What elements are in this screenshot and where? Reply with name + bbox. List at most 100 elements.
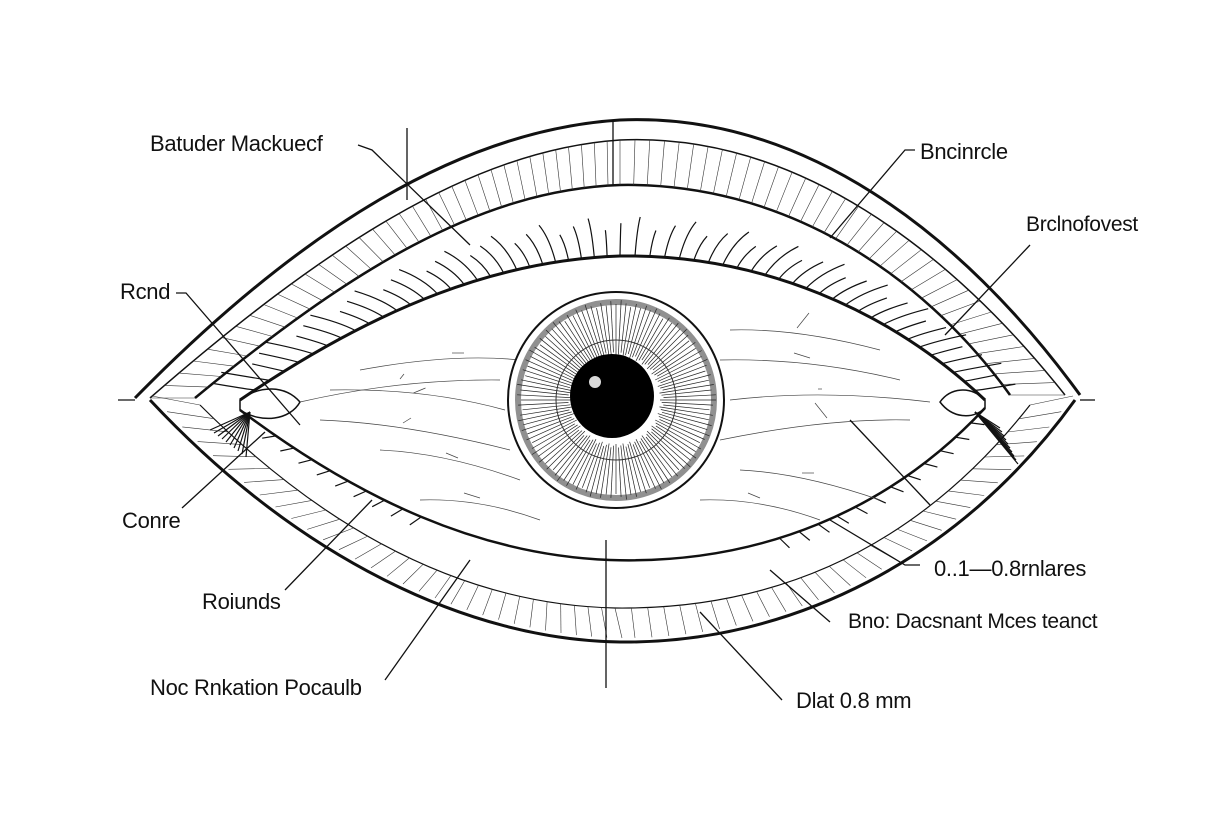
lower-eyelash bbox=[354, 491, 367, 497]
vein bbox=[300, 380, 500, 402]
lower-eyelash bbox=[779, 538, 789, 548]
hatch-line bbox=[291, 284, 322, 301]
hatch-line bbox=[661, 141, 665, 187]
eyelash bbox=[650, 231, 656, 257]
hatch-line bbox=[387, 558, 409, 576]
hatch-line bbox=[631, 608, 635, 638]
lower-eyelash bbox=[924, 464, 938, 468]
hatch-line bbox=[936, 501, 971, 507]
hatch-line bbox=[801, 185, 820, 222]
eyelash bbox=[355, 291, 397, 311]
eyelash bbox=[694, 236, 707, 260]
eyelash bbox=[953, 363, 1001, 372]
eyelash bbox=[620, 223, 621, 256]
hatch-line bbox=[847, 214, 872, 245]
eyelash bbox=[908, 328, 946, 340]
eyelash bbox=[480, 246, 503, 273]
hatch-line bbox=[569, 147, 573, 190]
hatch-line bbox=[208, 349, 248, 356]
hatch-line bbox=[739, 157, 751, 200]
vein-branch bbox=[815, 403, 827, 418]
hatch-line bbox=[901, 259, 933, 281]
leader-left-lower bbox=[285, 500, 372, 590]
hatch-line bbox=[948, 491, 984, 496]
hatch-line bbox=[339, 536, 368, 550]
eyelash bbox=[846, 285, 888, 305]
eyelash bbox=[526, 234, 543, 264]
hatch-line bbox=[812, 191, 832, 227]
hatch-line bbox=[752, 162, 765, 204]
hatch-line bbox=[439, 193, 455, 226]
hatch-line bbox=[543, 153, 549, 194]
hatch-line bbox=[634, 140, 635, 185]
label-left-upper: Rcnd bbox=[120, 279, 170, 305]
eyelash bbox=[723, 232, 749, 265]
hatch-line bbox=[713, 150, 722, 194]
hatch-line bbox=[687, 144, 693, 189]
hatch-line bbox=[371, 551, 396, 568]
lower-eyelash bbox=[907, 476, 920, 480]
label-upper-right: Brclnofovest bbox=[1026, 213, 1138, 237]
vein-branch bbox=[748, 493, 760, 498]
hatch-line bbox=[857, 553, 882, 570]
hatch-line bbox=[801, 578, 819, 600]
hatch-line bbox=[695, 603, 702, 632]
eyelash bbox=[435, 261, 464, 284]
hatch-line bbox=[789, 178, 806, 216]
pupil-highlight bbox=[589, 376, 601, 388]
hatch-line bbox=[1002, 383, 1055, 385]
vein-branch bbox=[400, 374, 404, 379]
hatch-line bbox=[726, 598, 736, 625]
hatch-line bbox=[276, 500, 312, 507]
hatch-line bbox=[1008, 427, 1050, 432]
eyelash bbox=[964, 375, 997, 381]
hatch-line bbox=[165, 385, 209, 387]
hatch-line bbox=[648, 608, 652, 638]
eyelash bbox=[896, 321, 926, 332]
hatch-line bbox=[647, 140, 650, 186]
eyelash bbox=[266, 342, 313, 354]
eyelash bbox=[391, 280, 424, 299]
lower-eyelash bbox=[262, 436, 276, 438]
eyelash bbox=[635, 217, 640, 256]
vein bbox=[360, 358, 520, 370]
hatch-line bbox=[250, 315, 285, 327]
hatch-line bbox=[674, 142, 679, 188]
outer-corner bbox=[940, 390, 985, 416]
vein-branch bbox=[797, 313, 809, 328]
hatch-line bbox=[726, 153, 736, 197]
eyelash bbox=[296, 336, 327, 346]
lower-eyelash bbox=[317, 471, 330, 475]
eyelash bbox=[539, 225, 556, 262]
vein bbox=[700, 500, 820, 520]
hatch-line bbox=[910, 520, 942, 530]
eyelash bbox=[383, 290, 410, 305]
hatch-line bbox=[319, 264, 347, 284]
hatch-line bbox=[403, 564, 423, 584]
hatch-line bbox=[546, 602, 548, 631]
hatch-line bbox=[193, 361, 234, 366]
hatch-line bbox=[264, 305, 298, 319]
hatch-line bbox=[435, 576, 451, 598]
eyelash bbox=[515, 243, 530, 266]
vein bbox=[720, 360, 900, 380]
hatch-line bbox=[960, 323, 1003, 334]
eyelash bbox=[708, 234, 727, 263]
hatch-line bbox=[615, 608, 622, 638]
eyelash bbox=[470, 256, 490, 277]
hatch-line bbox=[581, 145, 584, 188]
eyelash bbox=[310, 315, 355, 330]
leader-top-left bbox=[358, 145, 470, 245]
eyelash bbox=[858, 298, 887, 311]
hatch-line bbox=[931, 290, 969, 307]
lower-eyelash bbox=[280, 448, 294, 451]
hatch-line bbox=[742, 595, 753, 621]
hatch-line bbox=[452, 186, 467, 220]
hatch-line bbox=[994, 370, 1045, 374]
lower-eyelash bbox=[299, 460, 313, 464]
hatch-line bbox=[412, 206, 431, 236]
hatch-line bbox=[504, 165, 514, 203]
lower-eyelash bbox=[837, 516, 849, 523]
hatch-line bbox=[291, 510, 326, 519]
